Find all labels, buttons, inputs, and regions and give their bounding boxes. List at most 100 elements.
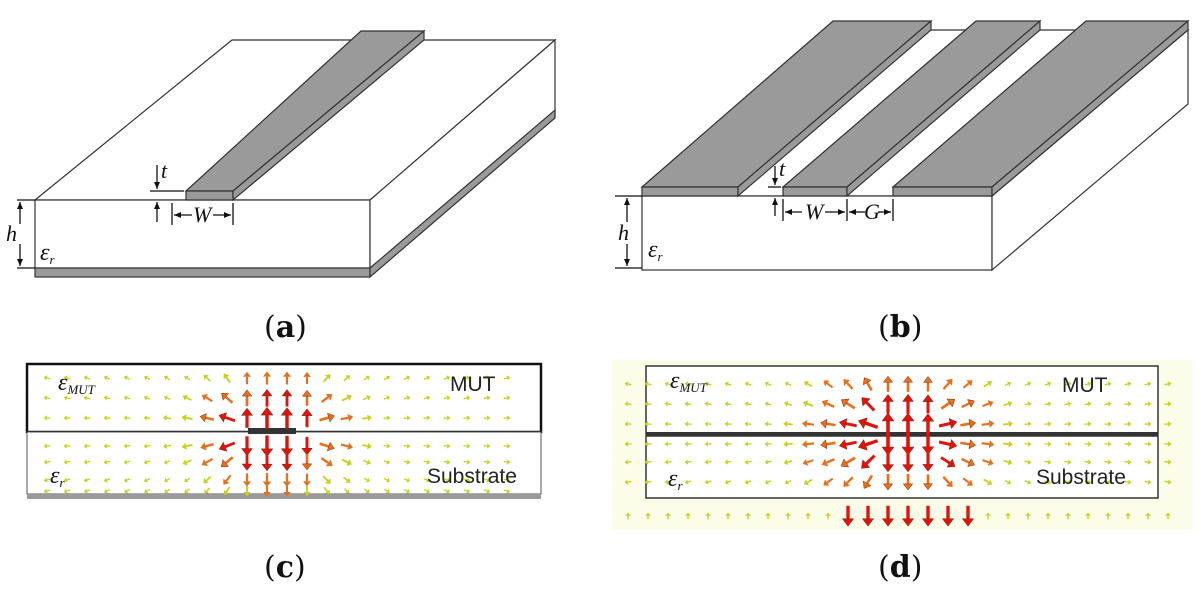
field-arrow-head: [1008, 420, 1013, 428]
field-arrow-head: [143, 477, 149, 483]
field-arrow-head: [223, 489, 230, 496]
field-arrow-head: [1107, 459, 1112, 465]
field-arrow-shaft: [1044, 403, 1049, 406]
field-arrow-head: [801, 440, 808, 448]
field-arrow-shaft: [185, 443, 193, 448]
field-arrows-d: [624, 375, 1172, 527]
field-arrow-head: [163, 443, 168, 449]
field-arrow-head: [261, 388, 273, 397]
field-arrow-head: [1027, 381, 1032, 387]
field-arrow-head: [204, 489, 209, 495]
field-arrow-head: [1145, 512, 1151, 516]
field-arrow-head: [685, 512, 691, 516]
field-arrow-shaft: [205, 416, 215, 421]
field-arrow-head: [1107, 381, 1112, 387]
field-arrow-shaft: [146, 477, 151, 481]
field-arrow-shaft: [1104, 403, 1109, 406]
field-arrow-head: [103, 375, 108, 381]
field-arrow-shaft: [961, 402, 970, 409]
field-arrow-shaft: [1084, 403, 1089, 406]
field-arrow-head: [986, 479, 993, 486]
field-arrow-head: [506, 375, 511, 381]
field-arrow-head: [367, 442, 372, 450]
field-arrow-head: [1047, 459, 1052, 465]
field-arrow-head: [345, 489, 350, 494]
field-arrow-head: [644, 441, 648, 447]
field-arrow-head: [143, 375, 149, 381]
field-arrow-head: [327, 412, 335, 423]
field-arrow-shaft: [938, 422, 951, 428]
field-arrow-head: [624, 479, 629, 485]
field-arrow-head: [901, 464, 915, 473]
field-arrow-head: [902, 483, 914, 491]
field-arrow-head: [783, 400, 789, 407]
field-arrow-head: [1027, 421, 1032, 427]
field-arrow-head: [1147, 381, 1152, 387]
field-arrow-shaft: [46, 478, 51, 481]
field-arrow-head: [386, 459, 391, 465]
field-arrow-head: [164, 477, 169, 483]
field-arrow-head: [83, 459, 88, 465]
field-arrow-head: [784, 381, 790, 387]
field-arrow-head: [163, 395, 168, 401]
field-arrow-shaft: [1024, 480, 1029, 483]
field-arrow-shaft: [826, 402, 835, 408]
field-arrow-shaft: [687, 460, 692, 463]
field-arrow-head: [664, 401, 669, 407]
field-arrow-head: [405, 375, 411, 381]
field-arrow-shaft: [86, 489, 91, 492]
field-arrow-shaft: [320, 396, 329, 403]
field-arrow-shaft: [940, 401, 951, 410]
field-arrow-shaft: [806, 402, 814, 407]
field-arrow-head: [966, 479, 973, 486]
field-arrow-shaft: [126, 377, 131, 380]
field-arrow-head: [365, 375, 370, 381]
field-arrow-shaft: [146, 444, 151, 447]
field-arrow-shaft: [1124, 403, 1129, 406]
field-arrow-shaft: [463, 460, 468, 463]
field-arrow-shaft: [787, 383, 792, 387]
field-arrow-head: [301, 448, 313, 456]
field-arrow-shaft: [86, 460, 91, 463]
field-arrow-head: [1085, 512, 1091, 516]
field-arrow-head: [921, 446, 935, 455]
field-arrow-shaft: [960, 422, 970, 427]
field-arrow-head: [143, 415, 148, 421]
field-arrow-head: [303, 491, 311, 497]
field-arrow-head: [184, 489, 189, 494]
field-arrow-head: [838, 438, 848, 450]
field-arrow-shaft: [225, 486, 231, 493]
field-arrow-shaft: [423, 377, 428, 380]
field-arrow-shaft: [1084, 383, 1089, 386]
field-arrow-head: [1107, 401, 1112, 407]
field-arrow-head: [664, 441, 668, 447]
field-arrow-head: [724, 479, 729, 485]
field-arrow-shaft: [747, 480, 752, 483]
field-arrow-shaft: [826, 422, 836, 427]
field-arrow-head: [624, 381, 629, 387]
field-arrow-head: [1087, 459, 1092, 465]
ground-strip-left-b: [640, 19, 933, 198]
field-arrow-head: [724, 459, 729, 465]
field-arrow-shaft: [1064, 403, 1069, 406]
field-arrow-head: [406, 459, 411, 465]
field-arrow-head: [987, 458, 994, 466]
field-arrow-shaft: [106, 397, 111, 400]
field-arrow-head: [426, 459, 431, 465]
field-arrow-shaft: [807, 382, 813, 388]
panel-c: εMUT MUT εr Substrate (c): [25, 362, 543, 585]
field-arrow-head: [1105, 512, 1111, 516]
field-arrow-shaft: [86, 397, 91, 400]
field-arrow-shaft: [106, 489, 111, 492]
field-arrow-head: [764, 381, 769, 387]
field-arrow-shaft: [86, 478, 91, 481]
field-arrow-head: [162, 414, 168, 421]
field-arrow-head: [986, 380, 993, 387]
field-arrow-shaft: [940, 456, 951, 465]
field-arrow-shaft: [483, 460, 488, 463]
field-arrow-head: [1027, 401, 1032, 407]
field-arrow-shaft: [503, 478, 508, 481]
field-arrow-head: [325, 393, 333, 401]
field-arrow-shaft: [866, 474, 874, 485]
field-arrow-head: [83, 395, 88, 401]
